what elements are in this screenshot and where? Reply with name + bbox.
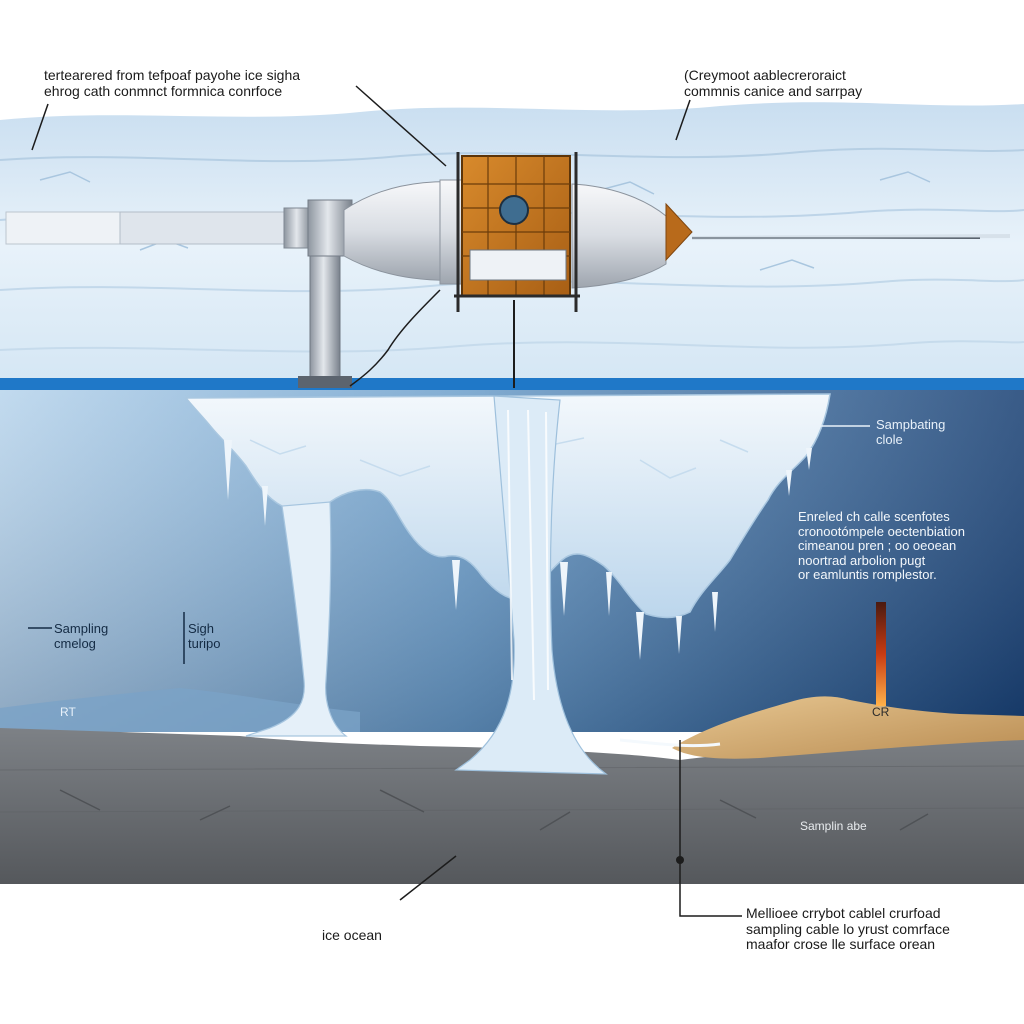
label-description-line2: cronootómpele oectenbiation — [798, 523, 965, 539]
bedrock-layer — [0, 728, 1024, 884]
label-description-line5: or eamluntis romplestor. — [798, 567, 937, 583]
label-top-left-line2: ehrog cath conmnct formnica conrfoce — [44, 82, 283, 99]
label-bottom-right-line1: Mellioee crrybot cablel crurfoad — [746, 905, 941, 921]
leader-top-left — [355, 85, 447, 167]
label-description-right: Enreled ch calle scenfotes cronootómpele… — [798, 509, 965, 583]
label-description-line3: cimeanou pren ; oo oeoean — [798, 538, 957, 554]
label-cr: CR — [872, 705, 890, 719]
sediment-mound — [672, 696, 1024, 759]
tether-tube — [5, 207, 313, 249]
label-sampling-left: Sampling cmelog — [54, 621, 109, 651]
label-top-left-line1: tertearered from tefpoaf payohe ice sigh… — [44, 67, 301, 83]
label-sampling-cable: Samplin abe — [800, 819, 867, 833]
label-bottom-right: Mellioee crrybot cablel crurfoad samplin… — [746, 905, 950, 953]
sampling-cable-weight — [676, 856, 684, 864]
label-sampling-left-line1: Sampling — [54, 621, 109, 636]
ice-columns — [245, 395, 721, 775]
label-description-line1: Enreled ch calle scenfotes — [798, 509, 950, 524]
leader-top-left-short — [31, 103, 49, 151]
label-top-right-line2: commnis canice and sarrpay — [684, 82, 863, 99]
label-top-right-line1: (Creymoot aablecreroraict — [684, 67, 846, 83]
label-ar: AR — [594, 739, 611, 753]
label-description-line4: noortrad arbolion pugt — [798, 552, 926, 568]
hydrothermal-plume — [876, 602, 886, 706]
label-sampling-left-line2: cmelog — [54, 635, 96, 651]
leader-top-right — [675, 99, 691, 141]
leader-bottom-right — [679, 740, 742, 917]
label-sampling-right-line2: clole — [876, 431, 903, 447]
label-top-left: tertearered from tefpoaf payohe ice sigh… — [44, 67, 301, 99]
label-sigh: Sigh turipo — [188, 621, 221, 651]
label-rt: RT — [60, 705, 76, 719]
label-sampling-right: Sampbating clole — [876, 417, 946, 447]
label-bottom-right-line3: maafor crose lle surface orean — [746, 936, 936, 953]
vertical-pipe-icon — [298, 251, 352, 388]
cryobot-probe-icon — [307, 152, 1011, 388]
label-sampling-right-line1: Sampbating — [876, 417, 946, 432]
label-sigh-line1: Sigh — [188, 621, 215, 636]
label-ice-ocean: ice ocean — [322, 927, 382, 943]
label-bottom-right-line2: sampling cable lo yrust comrface — [746, 920, 950, 937]
leader-ice-ocean — [399, 855, 457, 901]
label-top-right: (Creymoot aablecreroraict commnis canice… — [684, 67, 863, 99]
leader-lines — [28, 85, 870, 917]
label-sigh-line2: turipo — [188, 635, 221, 651]
